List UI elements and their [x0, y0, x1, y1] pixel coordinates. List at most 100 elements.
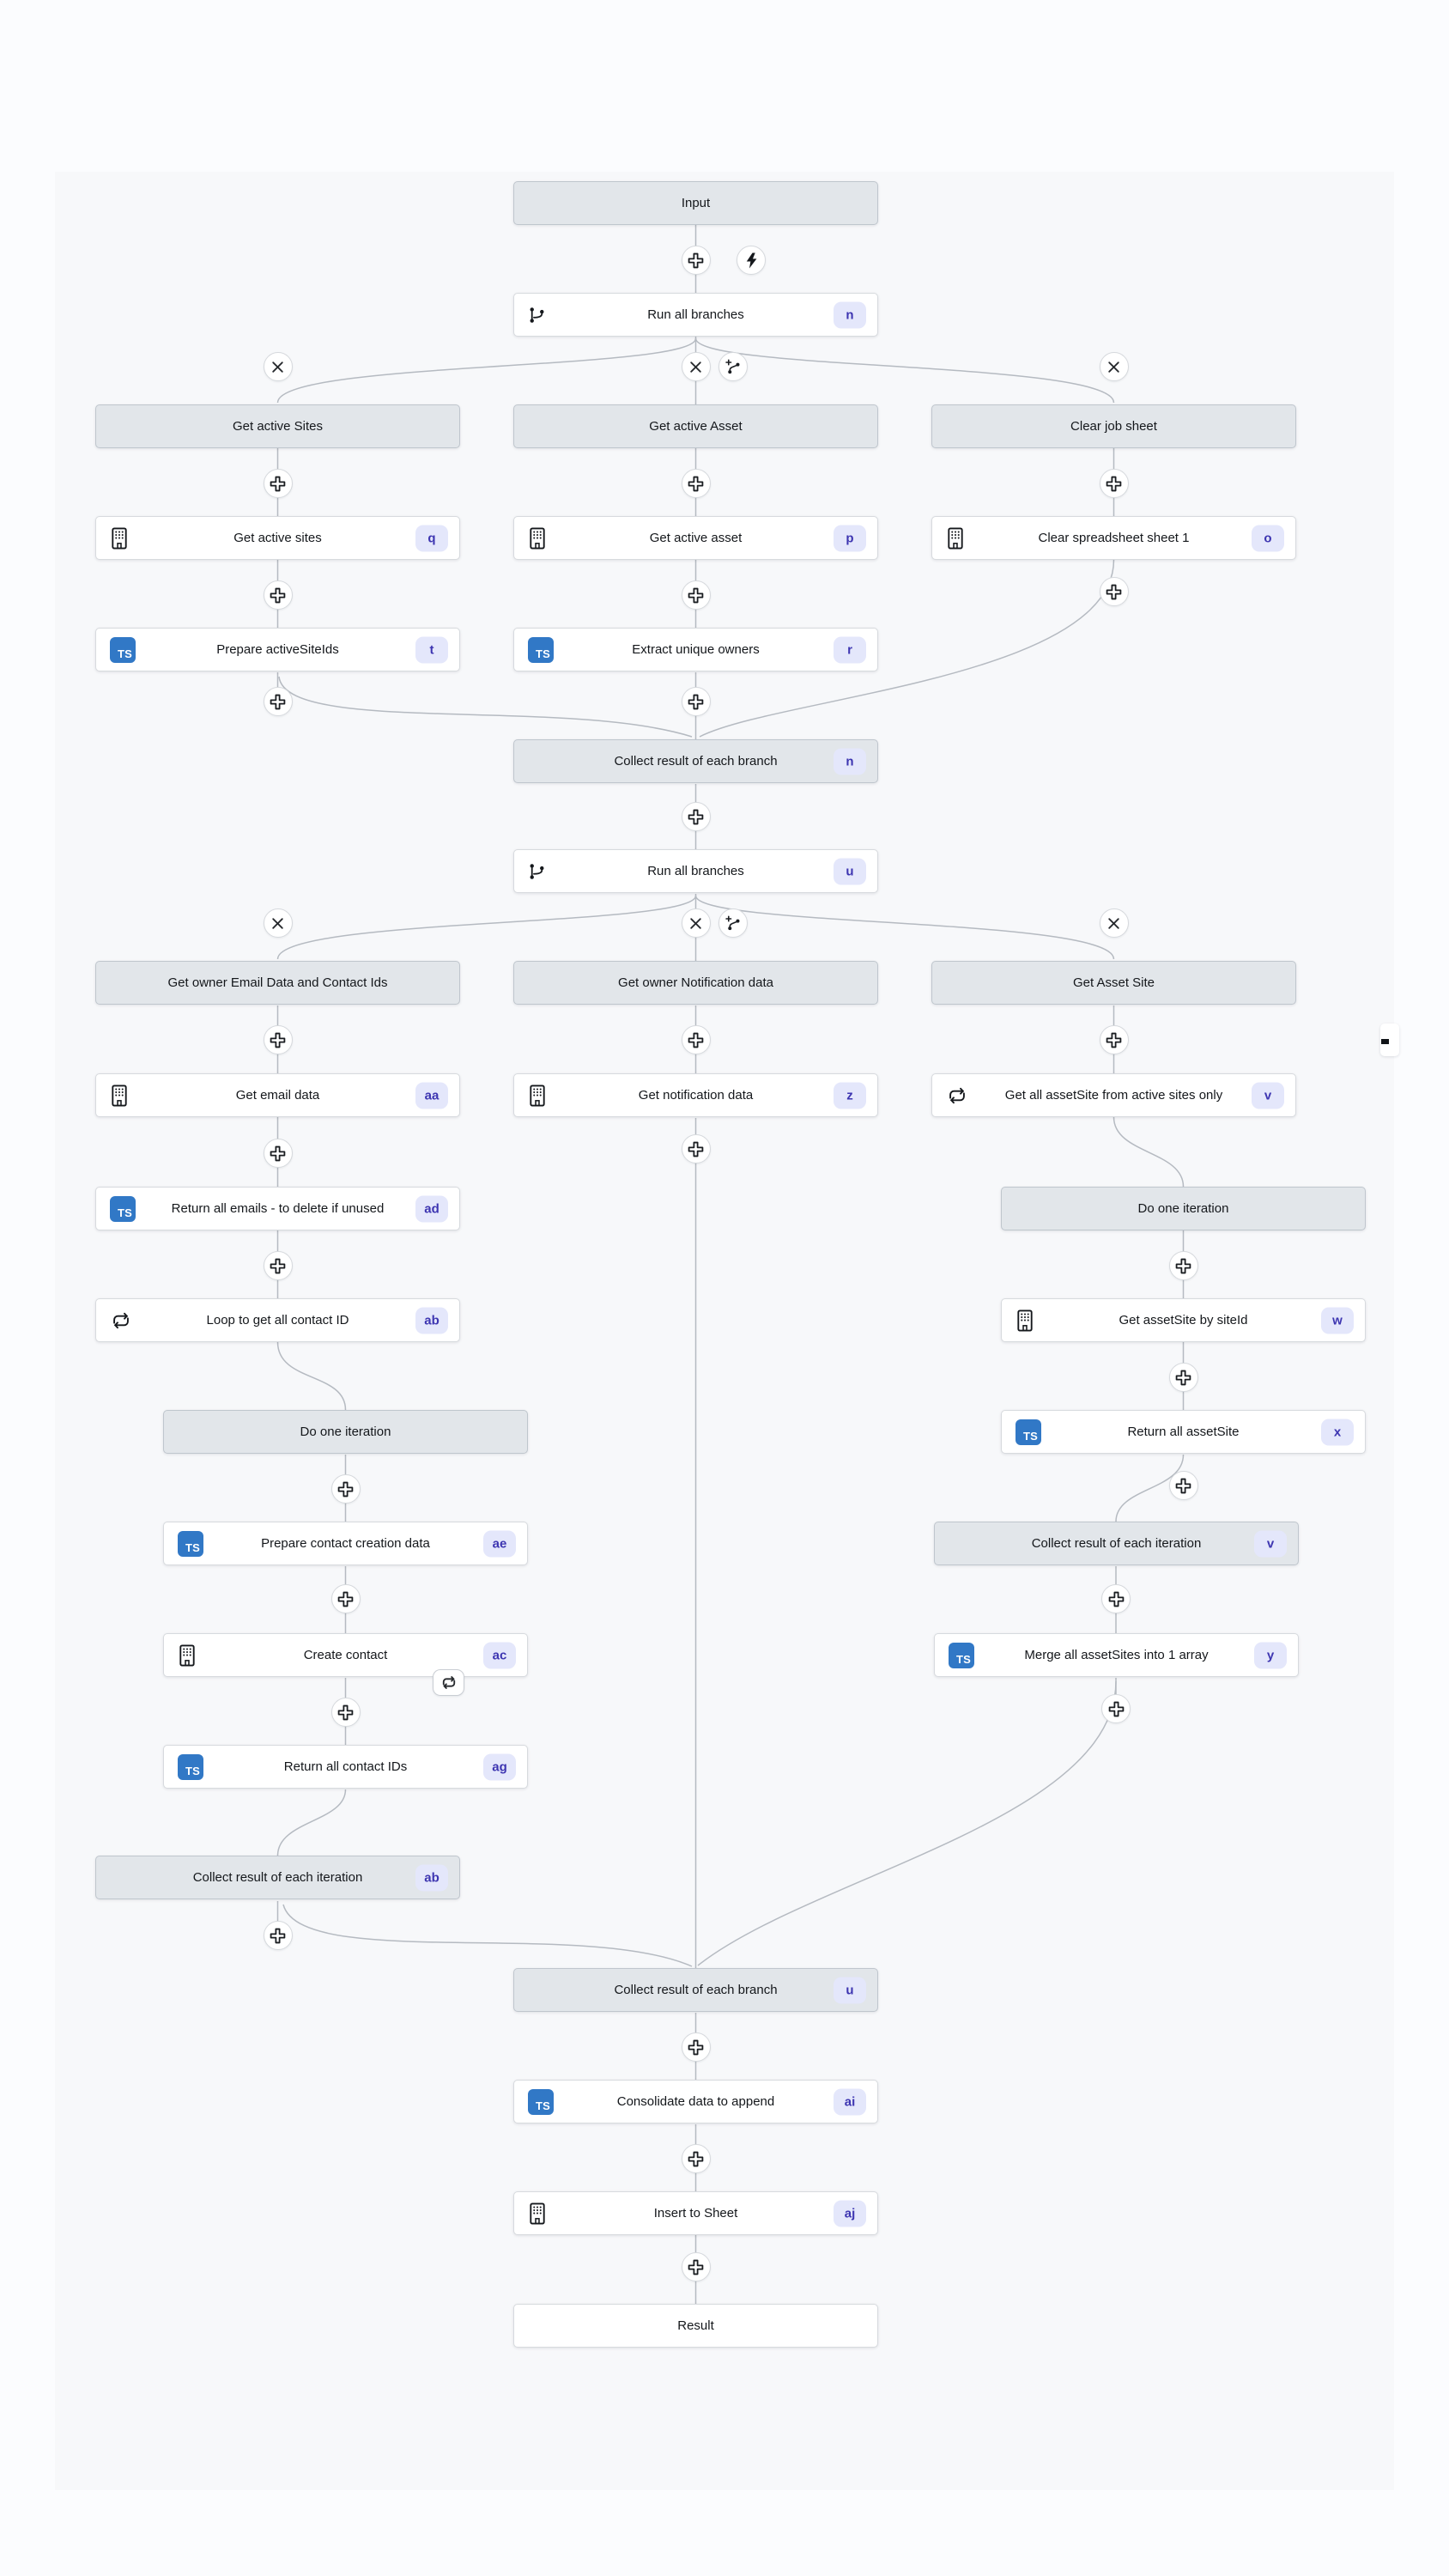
add-step-button[interactable]	[1101, 1694, 1131, 1723]
add-step-button[interactable]	[1099, 469, 1129, 498]
building-icon	[112, 527, 127, 549]
run-trigger-button[interactable]	[737, 246, 766, 275]
add-step-button[interactable]	[1168, 1363, 1198, 1392]
building-icon-wrap	[1016, 1309, 1034, 1332]
add-step-button[interactable]	[263, 1921, 293, 1950]
close-branch-button[interactable]	[263, 908, 293, 938]
add-step-button[interactable]	[681, 246, 711, 275]
shortcut-badge: y	[1254, 1642, 1287, 1668]
plus-icon	[270, 694, 286, 709]
shortcut-badge: r	[834, 636, 866, 663]
add-step-button[interactable]	[681, 2032, 711, 2062]
add-step-button[interactable]	[1168, 1471, 1198, 1500]
plus-icon	[688, 694, 704, 709]
node-input[interactable]: Input	[513, 181, 878, 225]
node-hdr-clear-job-sheet[interactable]: Clear job sheet	[931, 404, 1296, 448]
add-step-button[interactable]	[263, 580, 293, 610]
add-step-button[interactable]	[681, 2252, 711, 2281]
node-get-all-assetsite[interactable]: Get all assetSite from active sites only…	[931, 1073, 1296, 1117]
add-step-button[interactable]	[681, 1025, 711, 1054]
node-hdr-get-active-sites[interactable]: Get active Sites	[95, 404, 460, 448]
close-branch-button[interactable]	[1099, 908, 1129, 938]
node-label: Get active asset	[649, 531, 743, 545]
add-step-button[interactable]	[681, 687, 711, 716]
add-step-button[interactable]	[681, 802, 711, 831]
close-branch-button[interactable]	[1099, 352, 1129, 381]
add-step-button[interactable]	[681, 580, 711, 610]
add-step-button[interactable]	[330, 1584, 361, 1613]
add-step-button[interactable]	[681, 2144, 711, 2173]
clipped-control-artifact	[1380, 1024, 1399, 1056]
node-hdr-get-owner-notification[interactable]: Get owner Notification data	[513, 961, 878, 1005]
add-step-button[interactable]	[263, 1025, 293, 1054]
typescript-icon: TS	[178, 1530, 203, 1557]
plus-icon	[1106, 476, 1122, 491]
add-branch-button[interactable]	[718, 908, 748, 938]
add-step-button[interactable]	[1099, 1025, 1129, 1054]
add-step-button[interactable]	[263, 469, 293, 498]
node-label: Collect result of each branch	[614, 1983, 778, 1997]
node-do-one-iteration-left[interactable]: Do one iteration	[163, 1410, 528, 1454]
add-step-button[interactable]	[1101, 1584, 1131, 1613]
shortcut-badge: u	[834, 858, 866, 884]
node-label: Get assetSite by siteId	[1119, 1313, 1248, 1327]
node-do-one-iteration-right[interactable]: Do one iteration	[1001, 1187, 1366, 1230]
building-icon	[1017, 1309, 1033, 1331]
close-icon	[1108, 917, 1119, 929]
close-branch-button[interactable]	[681, 352, 711, 381]
add-step-button[interactable]	[330, 1474, 361, 1504]
add-step-button[interactable]	[263, 1139, 293, 1168]
node-result[interactable]: Result	[513, 2304, 878, 2348]
add-step-button[interactable]	[1099, 577, 1129, 606]
plus-icon	[1175, 1370, 1191, 1385]
node-label: Return all assetSite	[1127, 1425, 1240, 1439]
plus-icon	[688, 2151, 704, 2166]
close-branch-button[interactable]	[263, 352, 293, 381]
close-icon	[1108, 361, 1119, 373]
shortcut-badge: w	[1321, 1307, 1354, 1334]
typescript-icon-label: TS	[528, 2088, 554, 2115]
add-step-button[interactable]	[681, 1134, 711, 1163]
add-step-button[interactable]	[681, 469, 711, 498]
node-hdr-get-active-asset[interactable]: Get active Asset	[513, 404, 878, 448]
add-step-button[interactable]	[330, 1698, 361, 1727]
close-branch-button[interactable]	[681, 908, 711, 938]
add-step-button[interactable]	[263, 1251, 293, 1280]
node-hdr-get-owner-email[interactable]: Get owner Email Data and Contact Ids	[95, 961, 460, 1005]
add-branch-icon	[724, 358, 739, 374]
loop-icon-wrap	[110, 1312, 132, 1328]
node-hdr-get-asset-site[interactable]: Get Asset Site	[931, 961, 1296, 1005]
plus-icon	[337, 1481, 354, 1497]
node-label: Collect result of each branch	[614, 754, 778, 769]
add-branch-button[interactable]	[718, 352, 748, 381]
plus-icon	[1175, 1478, 1191, 1493]
node-label: Insert to Sheet	[653, 2206, 738, 2221]
retry-loop-badge	[433, 1669, 464, 1696]
node-label: Get email data	[235, 1088, 320, 1103]
add-step-button[interactable]	[1168, 1251, 1198, 1280]
add-step-button[interactable]	[263, 687, 293, 716]
node-get-assetsite-by-siteid[interactable]: Get assetSite by siteId w	[1001, 1298, 1366, 1342]
